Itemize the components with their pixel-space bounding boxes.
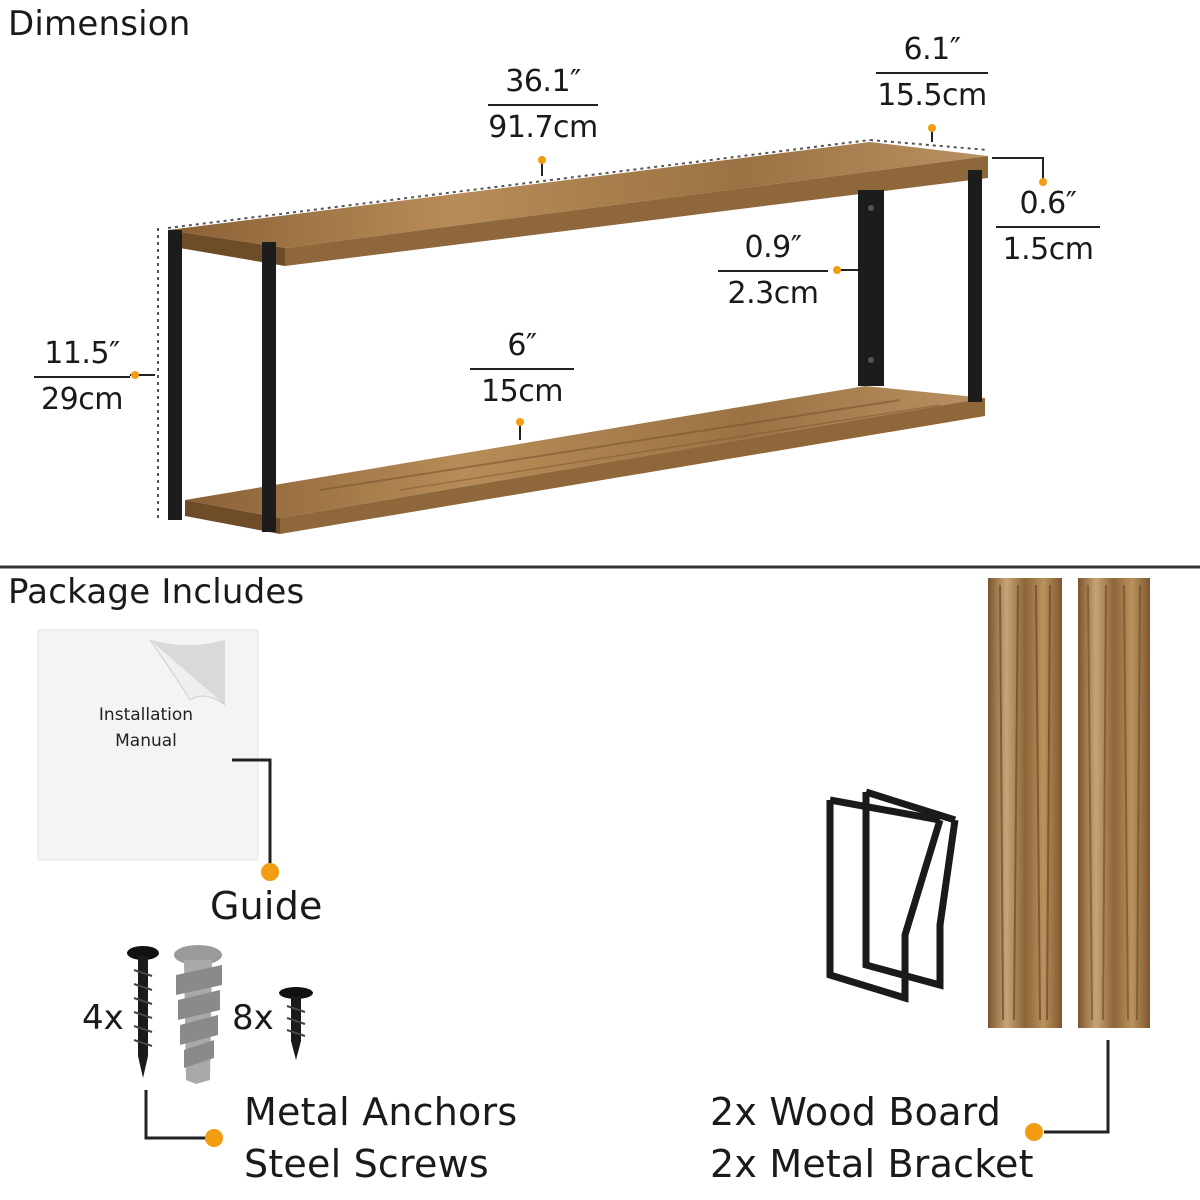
dimension-inner-depth: 6″ 15cm xyxy=(470,328,574,410)
bottom-shelf-board xyxy=(185,386,985,534)
anchor-count: 8x xyxy=(232,998,274,1038)
hardware-connector xyxy=(144,1090,212,1140)
long-screw xyxy=(127,946,159,1078)
hardware-line1: Metal Anchors xyxy=(244,1090,518,1134)
dimension-depth: 6.1″ 15.5cm xyxy=(876,32,988,114)
manual-sheet xyxy=(37,629,259,861)
guide-dot xyxy=(261,863,279,881)
wood-connector xyxy=(1044,1040,1110,1134)
wood-line2: 2x Metal Bracket xyxy=(710,1142,1034,1186)
manual-text-line2: Manual xyxy=(115,731,177,751)
hardware-label: Metal Anchors Steel Screws xyxy=(244,1086,517,1190)
top-shelf-board xyxy=(168,142,988,266)
bracket-width-metric: 2.3cm xyxy=(727,276,819,311)
shelf-brackets xyxy=(168,170,982,532)
hardware-dot xyxy=(205,1129,223,1147)
height-metric: 29cm xyxy=(41,382,123,417)
wood-label: 2x Wood Board 2x Metal Bracket xyxy=(710,1086,1034,1190)
height-imperial: 11.5″ xyxy=(34,336,130,378)
wood-board-2 xyxy=(1078,578,1150,1028)
wood-board-1 xyxy=(988,578,1062,1028)
inner-depth-imperial: 6″ xyxy=(470,328,574,370)
length-metric: 91.7cm xyxy=(488,110,598,145)
dimension-height: 11.5″ 29cm xyxy=(34,336,130,418)
short-screw xyxy=(279,987,313,1060)
wood-dot xyxy=(1025,1123,1043,1141)
depth-imperial: 6.1″ xyxy=(876,32,988,74)
dimension-guides xyxy=(157,139,989,522)
manual-text: Installation Manual xyxy=(76,702,216,754)
package-title: Package Includes xyxy=(8,572,305,612)
loose-metal-brackets xyxy=(826,788,959,1003)
manual-text-line1: Installation xyxy=(98,705,194,725)
dimension-bracket-width: 0.9″ 2.3cm xyxy=(718,230,828,312)
hardware-line2: Steel Screws xyxy=(244,1142,489,1186)
depth-metric: 15.5cm xyxy=(877,78,987,113)
inner-depth-metric: 15cm xyxy=(481,374,563,409)
wall-anchor xyxy=(174,945,222,1084)
dimension-title: Dimension xyxy=(8,4,191,44)
screw-count: 4x xyxy=(82,998,124,1038)
bracket-width-imperial: 0.9″ xyxy=(718,230,828,272)
wood-line1: 2x Wood Board xyxy=(710,1090,1002,1134)
accent-dots xyxy=(131,124,1047,426)
guide-label: Guide xyxy=(210,884,323,928)
thickness-imperial: 0.6″ xyxy=(996,186,1100,228)
dimension-length: 36.1″ 91.7cm xyxy=(488,64,598,146)
dimension-thickness: 0.6″ 1.5cm xyxy=(996,186,1100,268)
length-imperial: 36.1″ xyxy=(488,64,598,106)
thickness-metric: 1.5cm xyxy=(1002,232,1094,267)
guide-connector xyxy=(232,758,272,870)
